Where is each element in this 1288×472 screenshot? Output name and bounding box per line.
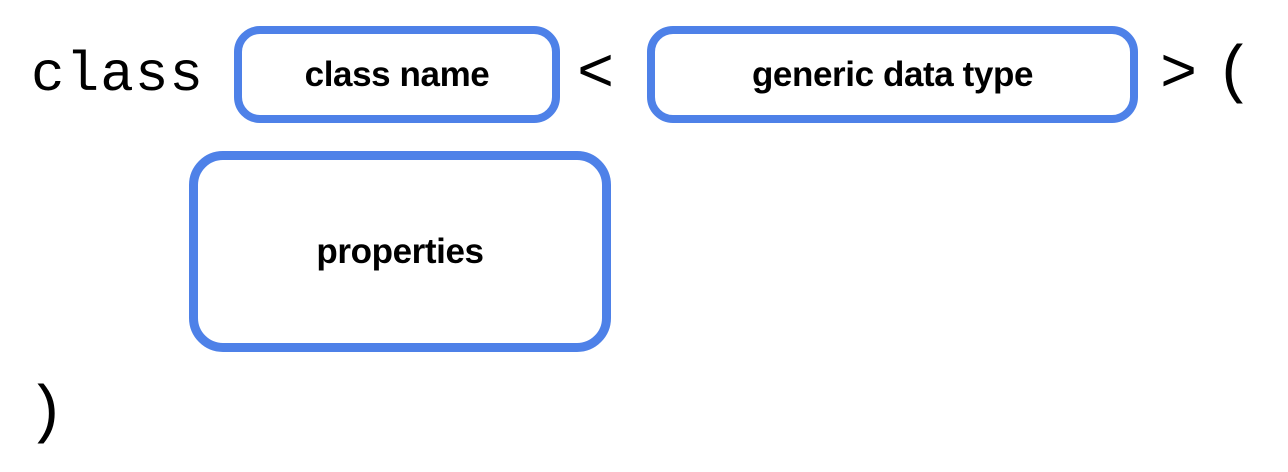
paren-close-token: ) (27, 378, 66, 450)
slot-class-name-label: class name (304, 54, 490, 94)
keyword-class-token: class (31, 43, 205, 107)
generic-close-angle-bracket-token: > (1160, 39, 1198, 110)
slot-generic-data-type-label: generic data type (751, 54, 1034, 94)
slot-class-name[interactable]: class name (234, 26, 560, 123)
slot-properties[interactable]: properties (189, 151, 611, 352)
paren-open-token: ( (1215, 38, 1254, 110)
slot-properties-label: properties (316, 231, 484, 271)
generic-open-angle-bracket-token: < (577, 39, 615, 110)
slot-generic-data-type[interactable]: generic data type (647, 26, 1138, 123)
